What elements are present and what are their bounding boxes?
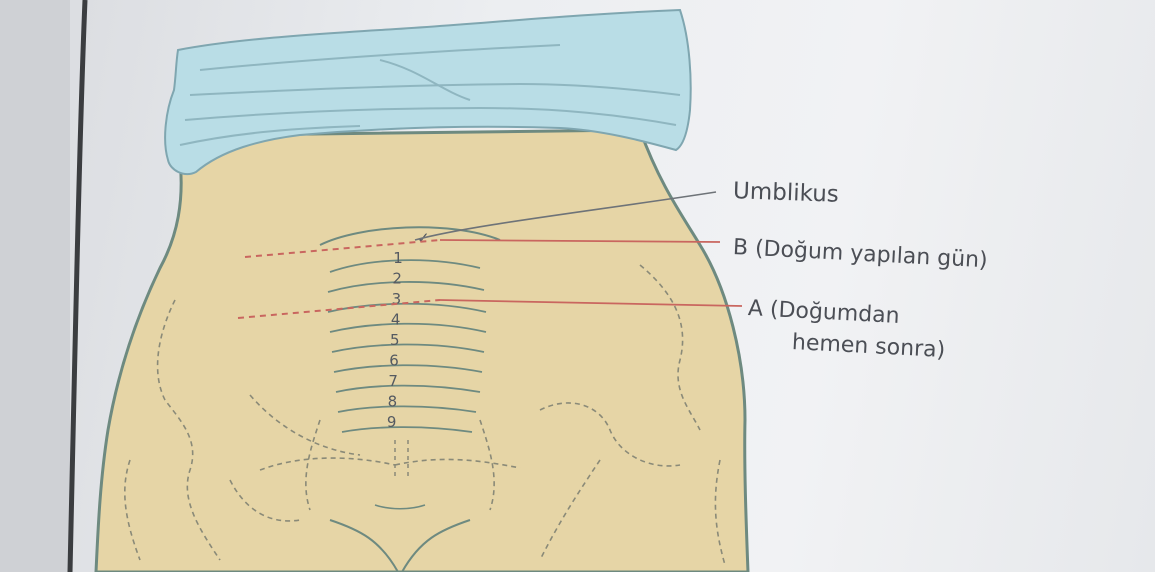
scale-number: 5 xyxy=(390,331,400,349)
scale-number: 3 xyxy=(392,290,402,308)
book-spine-edge xyxy=(70,0,85,572)
scale-number: 8 xyxy=(388,393,398,411)
umbilicus-label: Umblikus xyxy=(733,178,840,208)
page-edge-shadow xyxy=(0,0,70,572)
scale-number: 6 xyxy=(389,352,399,370)
scale-number: 9 xyxy=(387,413,397,431)
scale-number: 4 xyxy=(391,311,401,329)
scale-number: 7 xyxy=(388,372,398,390)
scale-number: 1 xyxy=(393,249,403,267)
scale-number: 2 xyxy=(392,270,402,288)
